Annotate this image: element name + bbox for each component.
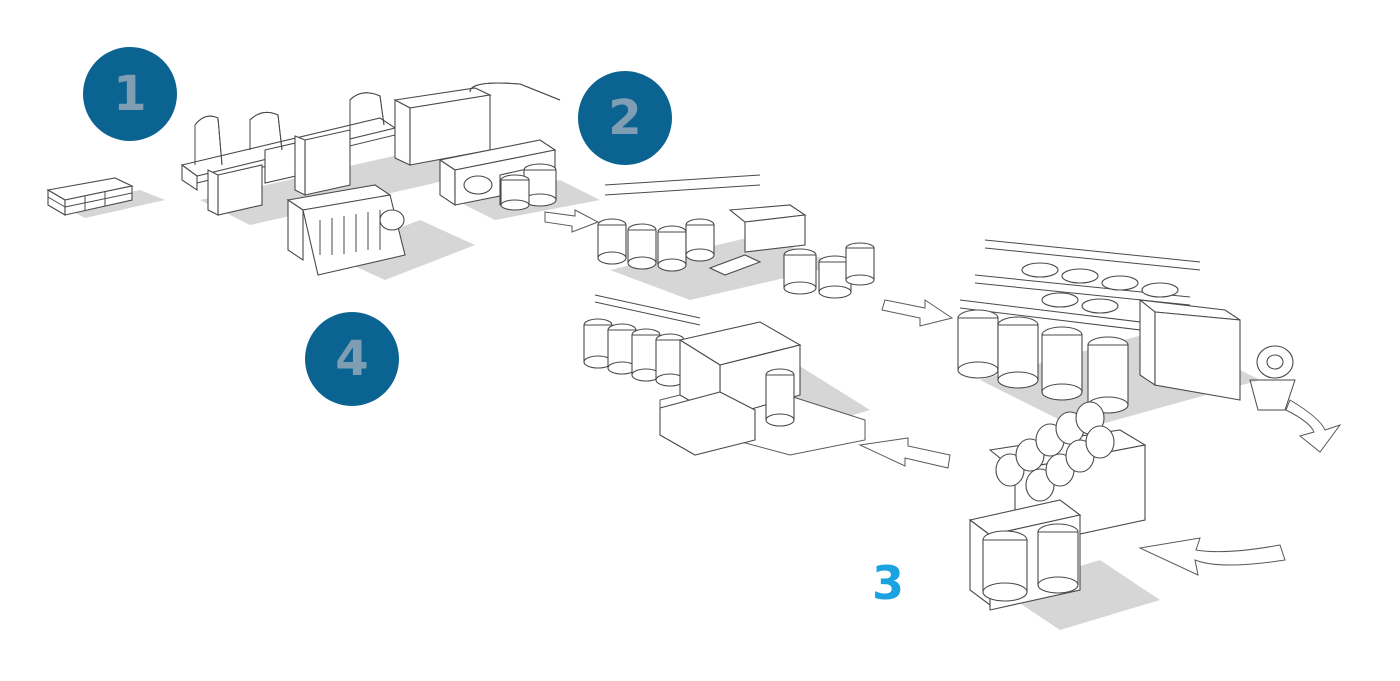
drawing-frame-upper: [597, 174, 875, 300]
lap-forming-machine: [968, 401, 1160, 630]
step-3-label: 3: [872, 556, 905, 610]
step-2-label: 2: [608, 90, 642, 146]
comber-machine: [286, 184, 475, 280]
flow-arrows: [544, 209, 1342, 576]
roving-frame: [957, 239, 1296, 430]
arrow-curve-down: [1285, 399, 1342, 453]
arrow-curve-left: [1138, 537, 1286, 576]
blowroom-line: [180, 82, 561, 225]
step-4-badge: 4: [305, 312, 399, 406]
arrow-to-drawing: [544, 209, 600, 233]
step-1-label: 1: [113, 66, 147, 122]
step-4-label: 4: [335, 331, 369, 387]
bale-stack: [46, 177, 165, 218]
step-2-badge: 2: [578, 71, 672, 165]
arrow-to-roving: [881, 299, 954, 327]
arrow-to-drawing-lower: [858, 437, 951, 469]
drawing-frame-lower: [583, 294, 870, 456]
step-1-badge: 1: [83, 47, 177, 141]
carding-machine: [438, 139, 600, 220]
